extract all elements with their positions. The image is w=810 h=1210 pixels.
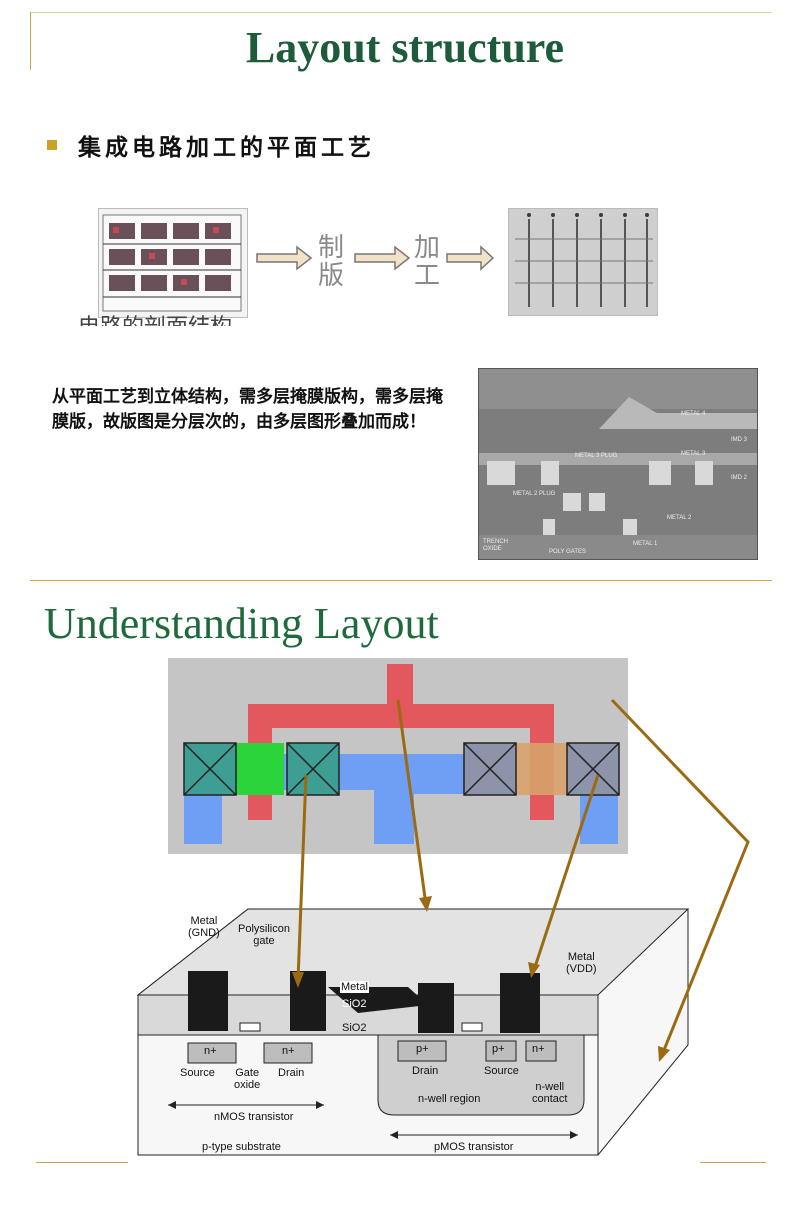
slide2-bottom-rule-right: [700, 1162, 766, 1163]
slide2-bottom-rule-left: [36, 1162, 128, 1163]
